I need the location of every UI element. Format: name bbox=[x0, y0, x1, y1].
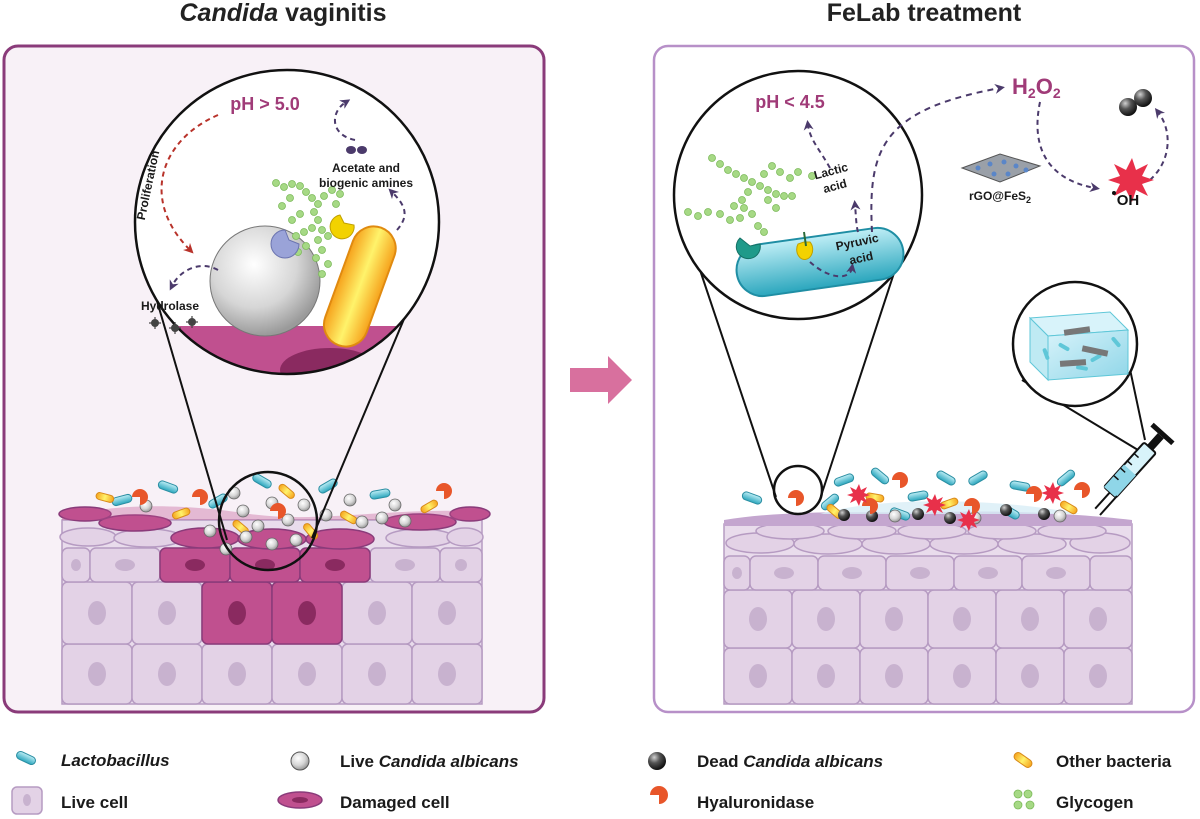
dead-candida-particle-1 bbox=[1119, 98, 1137, 116]
live-candida-icon bbox=[290, 751, 310, 771]
other-bacteria-icon bbox=[1013, 752, 1033, 768]
hydroxyl-radical-label: OH bbox=[1117, 192, 1140, 209]
enzyme-yellow bbox=[329, 214, 355, 240]
right-panel-title: FeLab treatment bbox=[827, 0, 1022, 27]
pyruvic-arrow bbox=[809, 261, 857, 278]
h2o2-label: H2O2 bbox=[1012, 74, 1061, 101]
dead-candida-icon bbox=[648, 752, 666, 770]
metabolite-arrow bbox=[333, 99, 356, 141]
legend-item-other-bacteria: Other bacteria bbox=[1013, 752, 1172, 771]
left-tissue bbox=[58, 506, 491, 705]
syringe-icon bbox=[1094, 422, 1175, 510]
legend-item-live-cell: Live cell bbox=[11, 786, 128, 815]
hydrogel-magnified-view bbox=[1011, 280, 1146, 451]
legend-label-glycogen: Glycogen bbox=[1056, 793, 1133, 812]
enzyme-green bbox=[735, 237, 761, 260]
pyruvic-label-line2: acid bbox=[848, 249, 874, 268]
candida-cell-large bbox=[209, 225, 321, 337]
right-panel: pH < 4.5 Lactic acid Pyruvic acid H2O2 O… bbox=[652, 44, 1196, 714]
enzyme-yellow-small bbox=[796, 241, 814, 260]
hydrolase-particles bbox=[149, 316, 198, 334]
legend: Lactobacillus Live cell Live Candida alb… bbox=[11, 750, 1172, 815]
hydroxyl-radical-burst: OH bbox=[1108, 158, 1154, 209]
transition-arrow bbox=[570, 356, 632, 404]
rgo-fes2-nanosheet: rGO@FeS2 bbox=[960, 153, 1042, 205]
legend-item-dead-candida: Dead Candida albicans bbox=[648, 752, 883, 771]
legend-label-live-cell: Live cell bbox=[61, 793, 128, 812]
rgo-fes2-label: rGO@FeS2 bbox=[969, 189, 1031, 205]
left-panel-title: Candida vaginitis bbox=[180, 0, 387, 27]
legend-label-damaged-cell: Damaged cell bbox=[340, 793, 450, 812]
right-surface-microbes bbox=[741, 467, 1090, 531]
right-tissue bbox=[723, 501, 1133, 705]
metabolite-label-line2: biogenic amines bbox=[319, 176, 413, 190]
left-zoom-line-left bbox=[144, 259, 228, 541]
right-ph-label: pH < 4.5 bbox=[755, 92, 825, 112]
h2o2-production-arrow bbox=[870, 83, 1005, 233]
left-ph-label: pH > 5.0 bbox=[230, 94, 300, 114]
left-zoom-source-circle bbox=[217, 470, 319, 572]
legend-item-live-candida: Live Candida albicans bbox=[290, 751, 519, 771]
other-bacterium-large bbox=[322, 225, 397, 348]
ph-lower-arrow bbox=[803, 120, 831, 169]
hydrolase-arrow bbox=[169, 265, 219, 291]
legend-item-glycogen: Glycogen bbox=[1013, 789, 1133, 812]
right-zoom-line-right bbox=[820, 269, 896, 497]
hyaluronidase-icon bbox=[650, 786, 668, 804]
metabolite-label-line1: Acetate and bbox=[332, 161, 400, 175]
legend-label-lactobacillus: Lactobacillus bbox=[61, 751, 170, 770]
right-magnified-view: pH < 4.5 Lactic acid Pyruvic acid bbox=[672, 69, 924, 321]
legend-label-live-candida: Live Candida albicans bbox=[340, 752, 519, 771]
lactobacillus-large bbox=[735, 226, 905, 298]
glycogen-icon bbox=[1013, 789, 1035, 810]
hydrolase-enzyme-blue bbox=[270, 229, 300, 259]
left-panel: pH > 5.0 Proliferation Hydrolase Acetate… bbox=[2, 44, 546, 714]
legend-label-hyaluronidase: Hyaluronidase bbox=[697, 793, 814, 812]
hydrolase-label: Hydrolase bbox=[141, 299, 199, 313]
fenton-arrow-to-oh bbox=[1036, 101, 1100, 193]
fenton-arrow-to-dead bbox=[1149, 108, 1169, 181]
legend-label-dead-candida: Dead Candida albicans bbox=[697, 752, 883, 771]
lactic-arrow bbox=[850, 200, 861, 233]
bacteria-output-arrow bbox=[388, 188, 406, 231]
legend-item-hyaluronidase: Hyaluronidase bbox=[650, 786, 814, 812]
legend-item-lactobacillus: Lactobacillus bbox=[16, 750, 170, 770]
legend-item-damaged-cell: Damaged cell bbox=[277, 791, 450, 812]
dead-candida-particle-2 bbox=[1134, 89, 1152, 107]
metabolite-dots bbox=[346, 146, 367, 154]
left-surface-microbes bbox=[95, 473, 452, 556]
oh-burst-small bbox=[847, 484, 870, 506]
right-zoom-line-left bbox=[699, 269, 777, 498]
proliferation-arrow bbox=[160, 114, 219, 254]
legend-label-other-bacteria: Other bacteria bbox=[1056, 752, 1172, 771]
lactic-label-line2: acid bbox=[822, 176, 849, 196]
lactobacillus-icon bbox=[16, 750, 36, 766]
